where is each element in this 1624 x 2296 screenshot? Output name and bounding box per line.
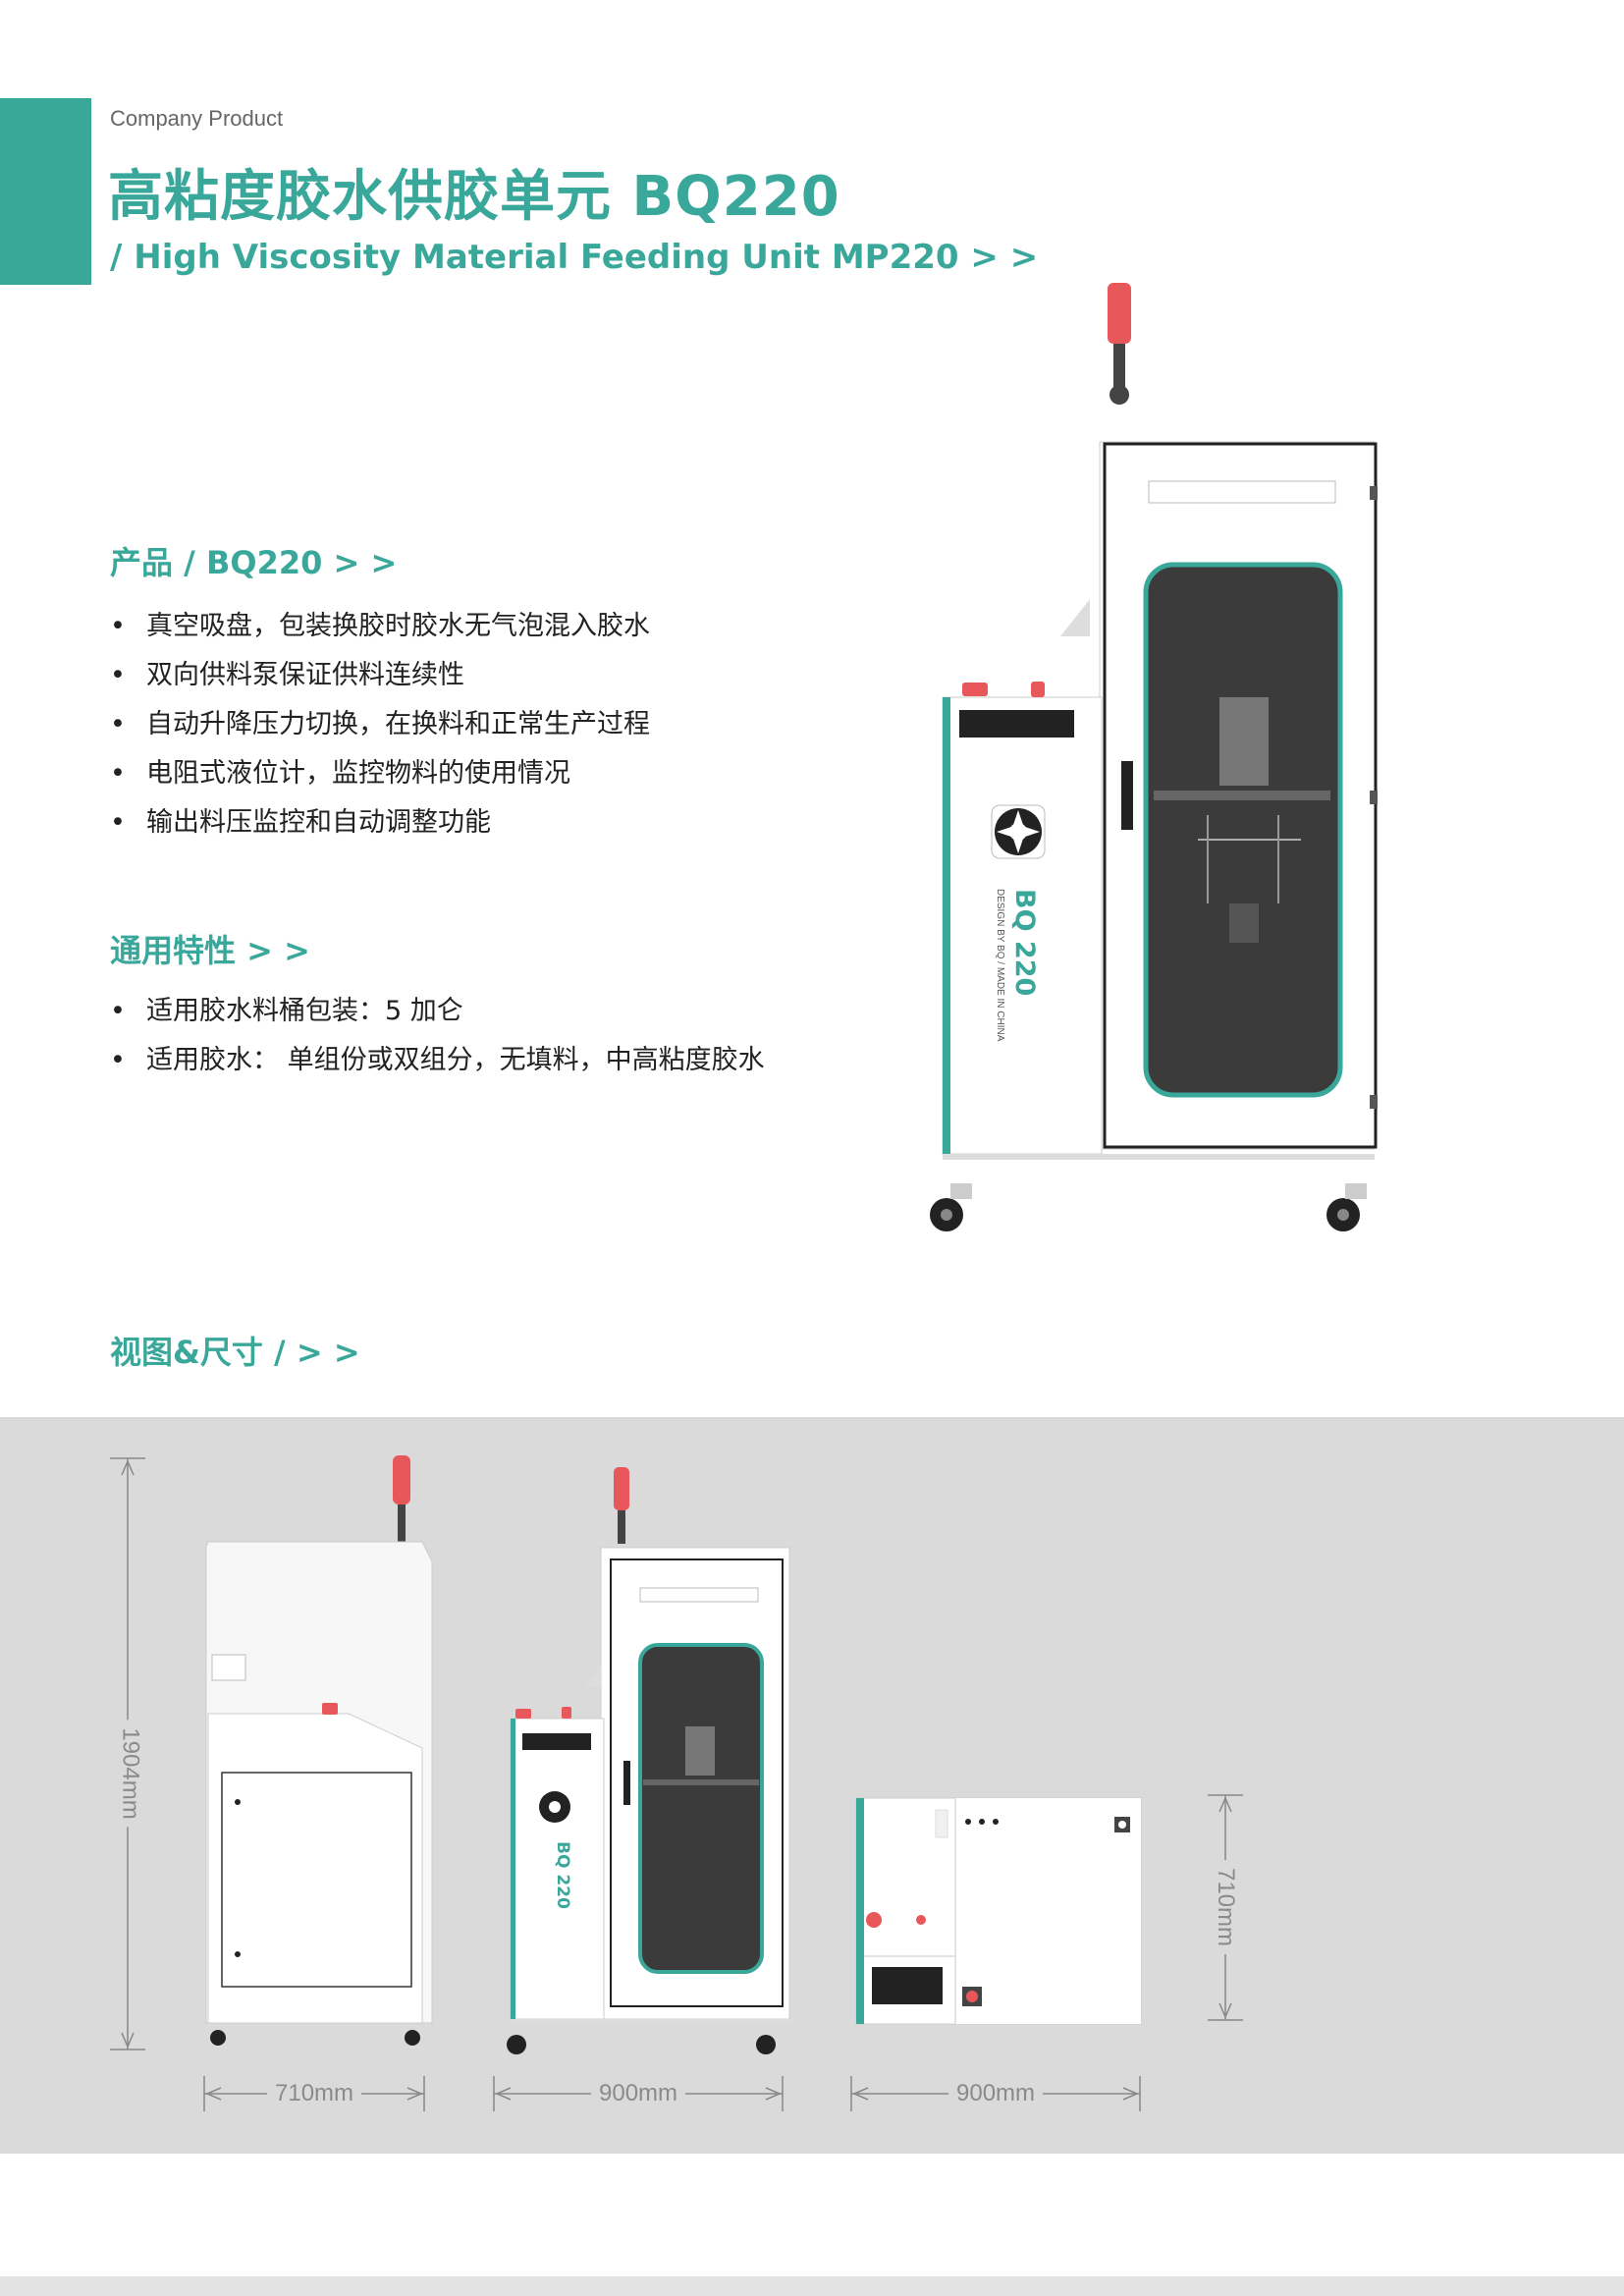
- side-view: [205, 1455, 433, 2046]
- product-heading: 产品 / BQ220 > >: [110, 544, 398, 581]
- front-view-badge: BQ 220: [553, 1841, 572, 1909]
- list-item: 输出料压监控和自动调整功能: [110, 798, 650, 847]
- page-subtitle: / High Viscosity Material Feeding Unit M…: [110, 238, 1039, 277]
- height-label: 1904mm: [116, 1720, 144, 1828]
- top-view: [855, 1797, 1142, 2025]
- side-width-label: 710mm: [267, 2080, 362, 2107]
- list-item: 电阻式液位计，监控物料的使用情况: [110, 749, 650, 798]
- front-width-label: 900mm: [591, 2080, 686, 2107]
- top-depth-label: 710mm: [1212, 1859, 1240, 1955]
- accent-bar: [0, 98, 91, 285]
- list-item: 适用胶水料桶包装：5 加仑: [110, 987, 765, 1036]
- list-item: 双向供料泵保证供料连续性: [110, 651, 650, 700]
- general-heading: 通用特性 > >: [110, 932, 310, 969]
- list-item: 真空吸盘，包装换胶时胶水无气泡混入胶水: [110, 602, 650, 651]
- machine-illustration: BQ 220 DESIGN BY BQ / MADE IN CHINA: [930, 283, 1378, 1231]
- product-feature-list: 真空吸盘，包装换胶时胶水无气泡混入胶水 双向供料泵保证供料连续性 自动升降压力切…: [110, 602, 650, 847]
- list-item: 自动升降压力切换，在换料和正常生产过程: [110, 700, 650, 749]
- views-heading: 视图&尺寸 / > >: [110, 1334, 360, 1371]
- page-title: 高粘度胶水供胶单元 BQ220: [108, 165, 840, 229]
- front-view: BQ 220: [507, 1467, 793, 2054]
- machine-badge: BQ 220: [1009, 889, 1040, 996]
- list-item: 适用胶水： 单组份或双组分，无填料，中高粘度胶水: [110, 1036, 765, 1085]
- general-feature-list: 适用胶水料桶包装：5 加仑 适用胶水： 单组份或双组分，无填料，中高粘度胶水: [110, 987, 765, 1085]
- top-width-label: 900mm: [948, 2080, 1044, 2107]
- machine-tagline: DESIGN BY BQ / MADE IN CHINA: [995, 889, 1005, 1042]
- company-label: Company Product: [110, 106, 284, 131]
- footer-band: [0, 2276, 1624, 2296]
